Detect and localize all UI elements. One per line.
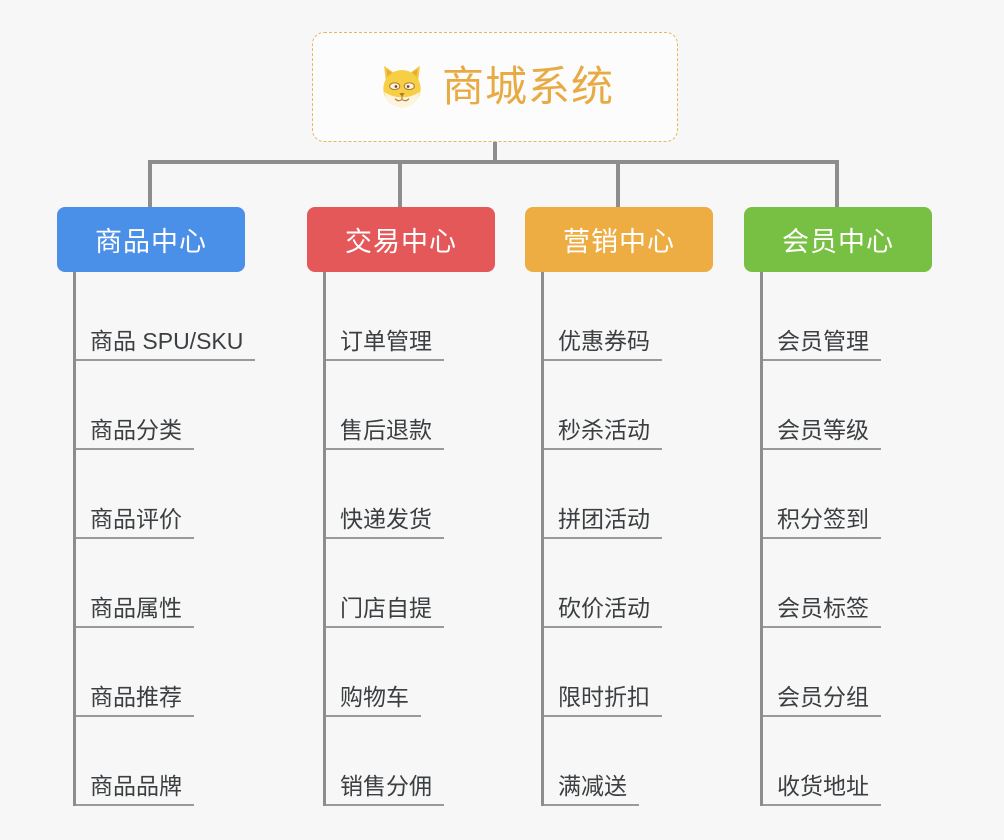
list-item[interactable]: 收货地址 [760, 717, 932, 806]
leaf-area-3: 优惠券码 秒杀活动 拼团活动 砍价活动 限时折扣 满减送 [525, 272, 713, 806]
category-header-label: 交易中心 [345, 227, 457, 257]
leaf-label: 售后退款 [326, 418, 444, 450]
connector-root-stem [493, 142, 497, 164]
connector-drop-2 [398, 160, 402, 207]
column-会员中心: 会员中心 会员管理 会员等级 积分签到 会员标签 会员分组 收货地址 [744, 207, 932, 806]
connector-horizontal-bus [148, 160, 839, 164]
leaf-label: 商品推荐 [76, 685, 194, 717]
leaf-list-4: 会员管理 会员等级 积分签到 会员标签 会员分组 收货地址 [760, 272, 932, 806]
leaf-label: 秒杀活动 [544, 418, 662, 450]
leaf-list-3: 优惠券码 秒杀活动 拼团活动 砍价活动 限时折扣 满减送 [541, 272, 713, 806]
leaf-trunk-4 [760, 272, 763, 806]
leaf-trunk-2 [323, 272, 326, 806]
leaf-list-1: 商品 SPU/SKU 商品分类 商品评价 商品属性 商品推荐 商品品牌 [73, 272, 256, 806]
column-商品中心: 商品中心 商品 SPU/SKU 商品分类 商品评价 商品属性 商品推荐 商品品牌 [57, 207, 256, 806]
leaf-label: 快递发货 [326, 507, 444, 539]
list-item[interactable]: 会员管理 [760, 272, 932, 361]
leaf-list-2: 订单管理 售后退款 快递发货 门店自提 购物车 销售分佣 [323, 272, 495, 806]
category-header-4[interactable]: 会员中心 [744, 207, 932, 272]
list-item[interactable]: 售后退款 [323, 361, 495, 450]
leaf-area-4: 会员管理 会员等级 积分签到 会员标签 会员分组 收货地址 [744, 272, 932, 806]
list-item[interactable]: 商品分类 [73, 361, 245, 450]
category-header-3[interactable]: 营销中心 [525, 207, 713, 272]
list-item[interactable]: 商品 SPU/SKU [73, 272, 256, 361]
connector-drop-3 [616, 160, 620, 207]
leaf-label: 收货地址 [763, 774, 881, 806]
list-item[interactable]: 商品品牌 [73, 717, 245, 806]
connector-drop-1 [148, 160, 152, 207]
leaf-label: 拼团活动 [544, 507, 662, 539]
leaf-label: 满减送 [544, 774, 639, 806]
leaf-area-1: 商品 SPU/SKU 商品分类 商品评价 商品属性 商品推荐 商品品牌 [57, 272, 256, 806]
leaf-label: 会员标签 [763, 596, 881, 628]
category-header-label: 会员中心 [782, 227, 894, 257]
root-node[interactable]: 商城系统 [312, 32, 678, 142]
leaf-trunk-1 [73, 272, 76, 806]
list-item[interactable]: 门店自提 [323, 539, 495, 628]
leaf-label: 门店自提 [326, 596, 444, 628]
list-item[interactable]: 满减送 [541, 717, 713, 806]
leaf-label: 商品品牌 [76, 774, 194, 806]
list-item[interactable]: 商品评价 [73, 450, 245, 539]
leaf-label: 优惠券码 [544, 329, 662, 361]
leaf-label: 商品属性 [76, 596, 194, 628]
list-item[interactable]: 商品属性 [73, 539, 245, 628]
root-title: 商城系统 [441, 63, 614, 110]
list-item[interactable]: 限时折扣 [541, 628, 713, 717]
list-item[interactable]: 订单管理 [323, 272, 495, 361]
category-header-label: 商品中心 [95, 227, 207, 257]
list-item[interactable]: 销售分佣 [323, 717, 495, 806]
list-item[interactable]: 拼团活动 [541, 450, 713, 539]
list-item[interactable]: 会员标签 [760, 539, 932, 628]
leaf-label: 商品 SPU/SKU [76, 329, 256, 361]
category-header-1[interactable]: 商品中心 [57, 207, 245, 272]
list-item[interactable]: 商品推荐 [73, 628, 245, 717]
list-item[interactable]: 秒杀活动 [541, 361, 713, 450]
category-header-2[interactable]: 交易中心 [307, 207, 495, 272]
list-item[interactable]: 快递发货 [323, 450, 495, 539]
leaf-area-2: 订单管理 售后退款 快递发货 门店自提 购物车 销售分佣 [307, 272, 495, 806]
leaf-label: 商品评价 [76, 507, 194, 539]
leaf-label: 订单管理 [326, 329, 444, 361]
leaf-label: 会员等级 [763, 418, 881, 450]
column-营销中心: 营销中心 优惠券码 秒杀活动 拼团活动 砍价活动 限时折扣 满减送 [525, 207, 713, 806]
column-交易中心: 交易中心 订单管理 售后退款 快递发货 门店自提 购物车 销售分佣 [307, 207, 495, 806]
list-item[interactable]: 砍价活动 [541, 539, 713, 628]
leaf-label: 砍价活动 [544, 596, 662, 628]
leaf-label: 会员管理 [763, 329, 881, 361]
connector-drop-4 [835, 160, 839, 207]
leaf-label: 购物车 [326, 685, 421, 717]
leaf-label: 会员分组 [763, 685, 881, 717]
leaf-label: 积分签到 [763, 507, 881, 539]
shiba-dog-face-icon [376, 61, 428, 113]
list-item[interactable]: 优惠券码 [541, 272, 713, 361]
leaf-label: 限时折扣 [544, 685, 662, 717]
category-header-label: 营销中心 [563, 227, 675, 257]
leaf-trunk-3 [541, 272, 544, 806]
list-item[interactable]: 积分签到 [760, 450, 932, 539]
list-item[interactable]: 会员等级 [760, 361, 932, 450]
list-item[interactable]: 购物车 [323, 628, 495, 717]
list-item[interactable]: 会员分组 [760, 628, 932, 717]
leaf-label: 销售分佣 [326, 774, 444, 806]
leaf-label: 商品分类 [76, 418, 194, 450]
